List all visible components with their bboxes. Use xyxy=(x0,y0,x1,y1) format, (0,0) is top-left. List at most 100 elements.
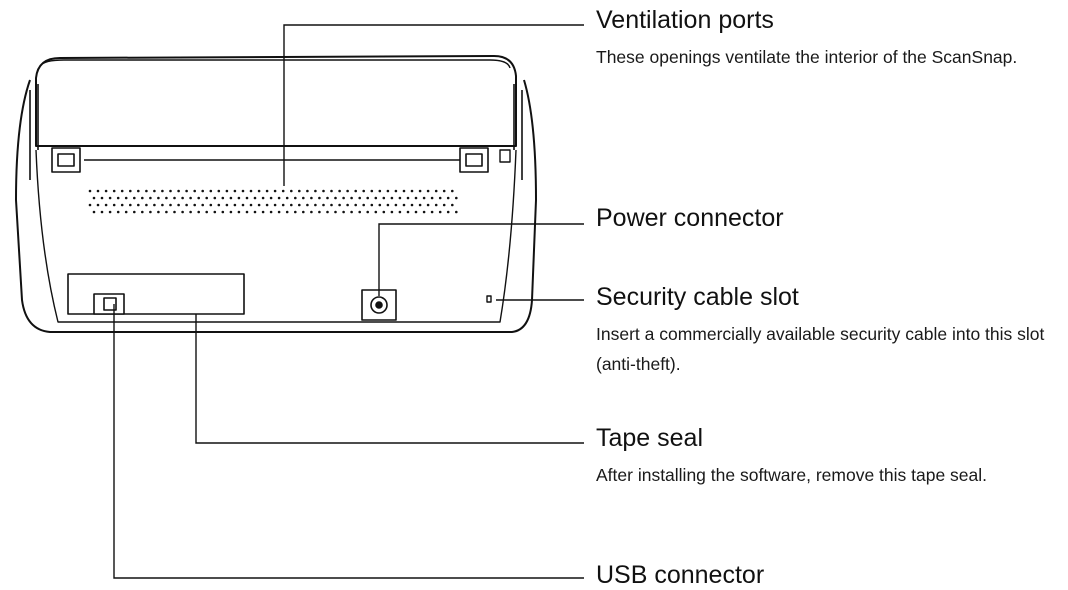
vent-dot xyxy=(370,189,374,193)
vent-dot xyxy=(177,189,180,193)
vent-dot xyxy=(298,189,301,193)
vent-dot xyxy=(322,203,325,207)
vent-dot xyxy=(426,189,430,193)
vent-dot xyxy=(225,189,229,193)
vent-dot xyxy=(326,196,329,200)
vent-dot xyxy=(366,196,370,200)
vent-dot xyxy=(161,203,164,207)
tape-seal-description: After installing the software, remove th… xyxy=(596,465,988,485)
vent-dot xyxy=(410,203,414,207)
leader-power xyxy=(378,223,584,296)
vent-dot xyxy=(322,189,325,193)
vent-dot xyxy=(285,210,289,214)
vent-dot xyxy=(193,203,196,207)
vent-dot xyxy=(434,189,438,193)
vent-dot xyxy=(100,210,104,214)
vent-dot xyxy=(338,203,341,207)
vent-dot xyxy=(302,210,305,214)
vent-dot xyxy=(229,210,233,214)
vent-dot xyxy=(386,189,390,193)
vent-dot xyxy=(438,196,442,200)
vent-dot xyxy=(394,203,398,207)
vent-dot xyxy=(306,189,309,193)
vent-dot xyxy=(221,196,225,200)
vent-dot xyxy=(346,189,349,193)
vent-dot xyxy=(221,210,225,214)
vent-dot xyxy=(354,203,358,207)
power-connector-title: Power connector xyxy=(596,204,784,232)
vent-dot xyxy=(108,210,112,214)
vent-dot xyxy=(281,189,285,193)
callout-usb-connector: USB connector xyxy=(596,560,1056,590)
vent-dot xyxy=(281,203,285,207)
vent-dot xyxy=(137,203,140,207)
scanner-outer-shell xyxy=(15,79,537,333)
vent-dot xyxy=(350,210,353,214)
vent-dot xyxy=(414,196,418,200)
vent-dot xyxy=(153,203,156,207)
scanner-lid-inner xyxy=(39,59,511,69)
vent-dot xyxy=(294,196,297,200)
vent-dot xyxy=(374,210,378,214)
vent-dot xyxy=(330,189,333,193)
vent-dot xyxy=(455,196,458,200)
vent-dot xyxy=(145,189,148,193)
vent-dot xyxy=(213,210,217,214)
vent-dot xyxy=(257,203,261,207)
vent-dot xyxy=(398,210,402,214)
vent-dot xyxy=(237,196,241,200)
vent-dot xyxy=(294,210,297,214)
vent-dot xyxy=(253,196,257,200)
vent-dot xyxy=(362,189,366,193)
tape-seal-area xyxy=(67,273,245,315)
vent-dot xyxy=(249,203,253,207)
vent-dot xyxy=(265,203,269,207)
vent-dot xyxy=(318,196,321,200)
right-hinge xyxy=(459,147,489,173)
vent-dot xyxy=(314,203,317,207)
vent-dot xyxy=(390,196,394,200)
vent-dot xyxy=(346,203,349,207)
vent-dot xyxy=(245,196,249,200)
vent-dot xyxy=(197,196,200,200)
vent-dot xyxy=(334,196,337,200)
vent-dot xyxy=(96,203,100,207)
right-latch xyxy=(499,149,511,163)
usb-connector-title: USB connector xyxy=(596,561,765,589)
vent-dot xyxy=(261,196,265,200)
vent-dot xyxy=(189,196,192,200)
vent-dot xyxy=(273,203,277,207)
vent-dot xyxy=(406,210,410,214)
vent-dot xyxy=(229,196,233,200)
vent-dot xyxy=(277,210,281,214)
vent-dot xyxy=(197,210,200,214)
vent-dot xyxy=(269,196,273,200)
vent-dot xyxy=(249,189,253,193)
vent-dot xyxy=(334,210,337,214)
scanner-lid xyxy=(35,55,517,147)
vent-dot xyxy=(394,189,398,193)
vent-dot xyxy=(193,189,196,193)
vent-dot xyxy=(177,203,180,207)
vent-dot xyxy=(366,210,370,214)
vent-dot xyxy=(205,196,208,200)
right-rail xyxy=(513,84,523,180)
vent-dot xyxy=(430,196,434,200)
vent-dot xyxy=(402,189,406,193)
vent-dot xyxy=(205,210,208,214)
vent-dot xyxy=(442,203,446,207)
vent-dot xyxy=(129,203,132,207)
vent-dot xyxy=(402,203,406,207)
vent-dot xyxy=(241,189,245,193)
vent-dot xyxy=(173,196,176,200)
vent-dot xyxy=(209,189,213,193)
vent-dot xyxy=(451,203,454,207)
vent-dot xyxy=(330,203,333,207)
vent-dot xyxy=(302,196,305,200)
vent-dot xyxy=(201,189,204,193)
callout-tape-seal: Tape seal After installing the software,… xyxy=(596,423,1066,490)
vent-dot xyxy=(161,189,164,193)
vent-dot xyxy=(108,196,112,200)
vent-dot xyxy=(318,210,321,214)
ventilation-ports-title: Ventilation ports xyxy=(596,6,774,34)
